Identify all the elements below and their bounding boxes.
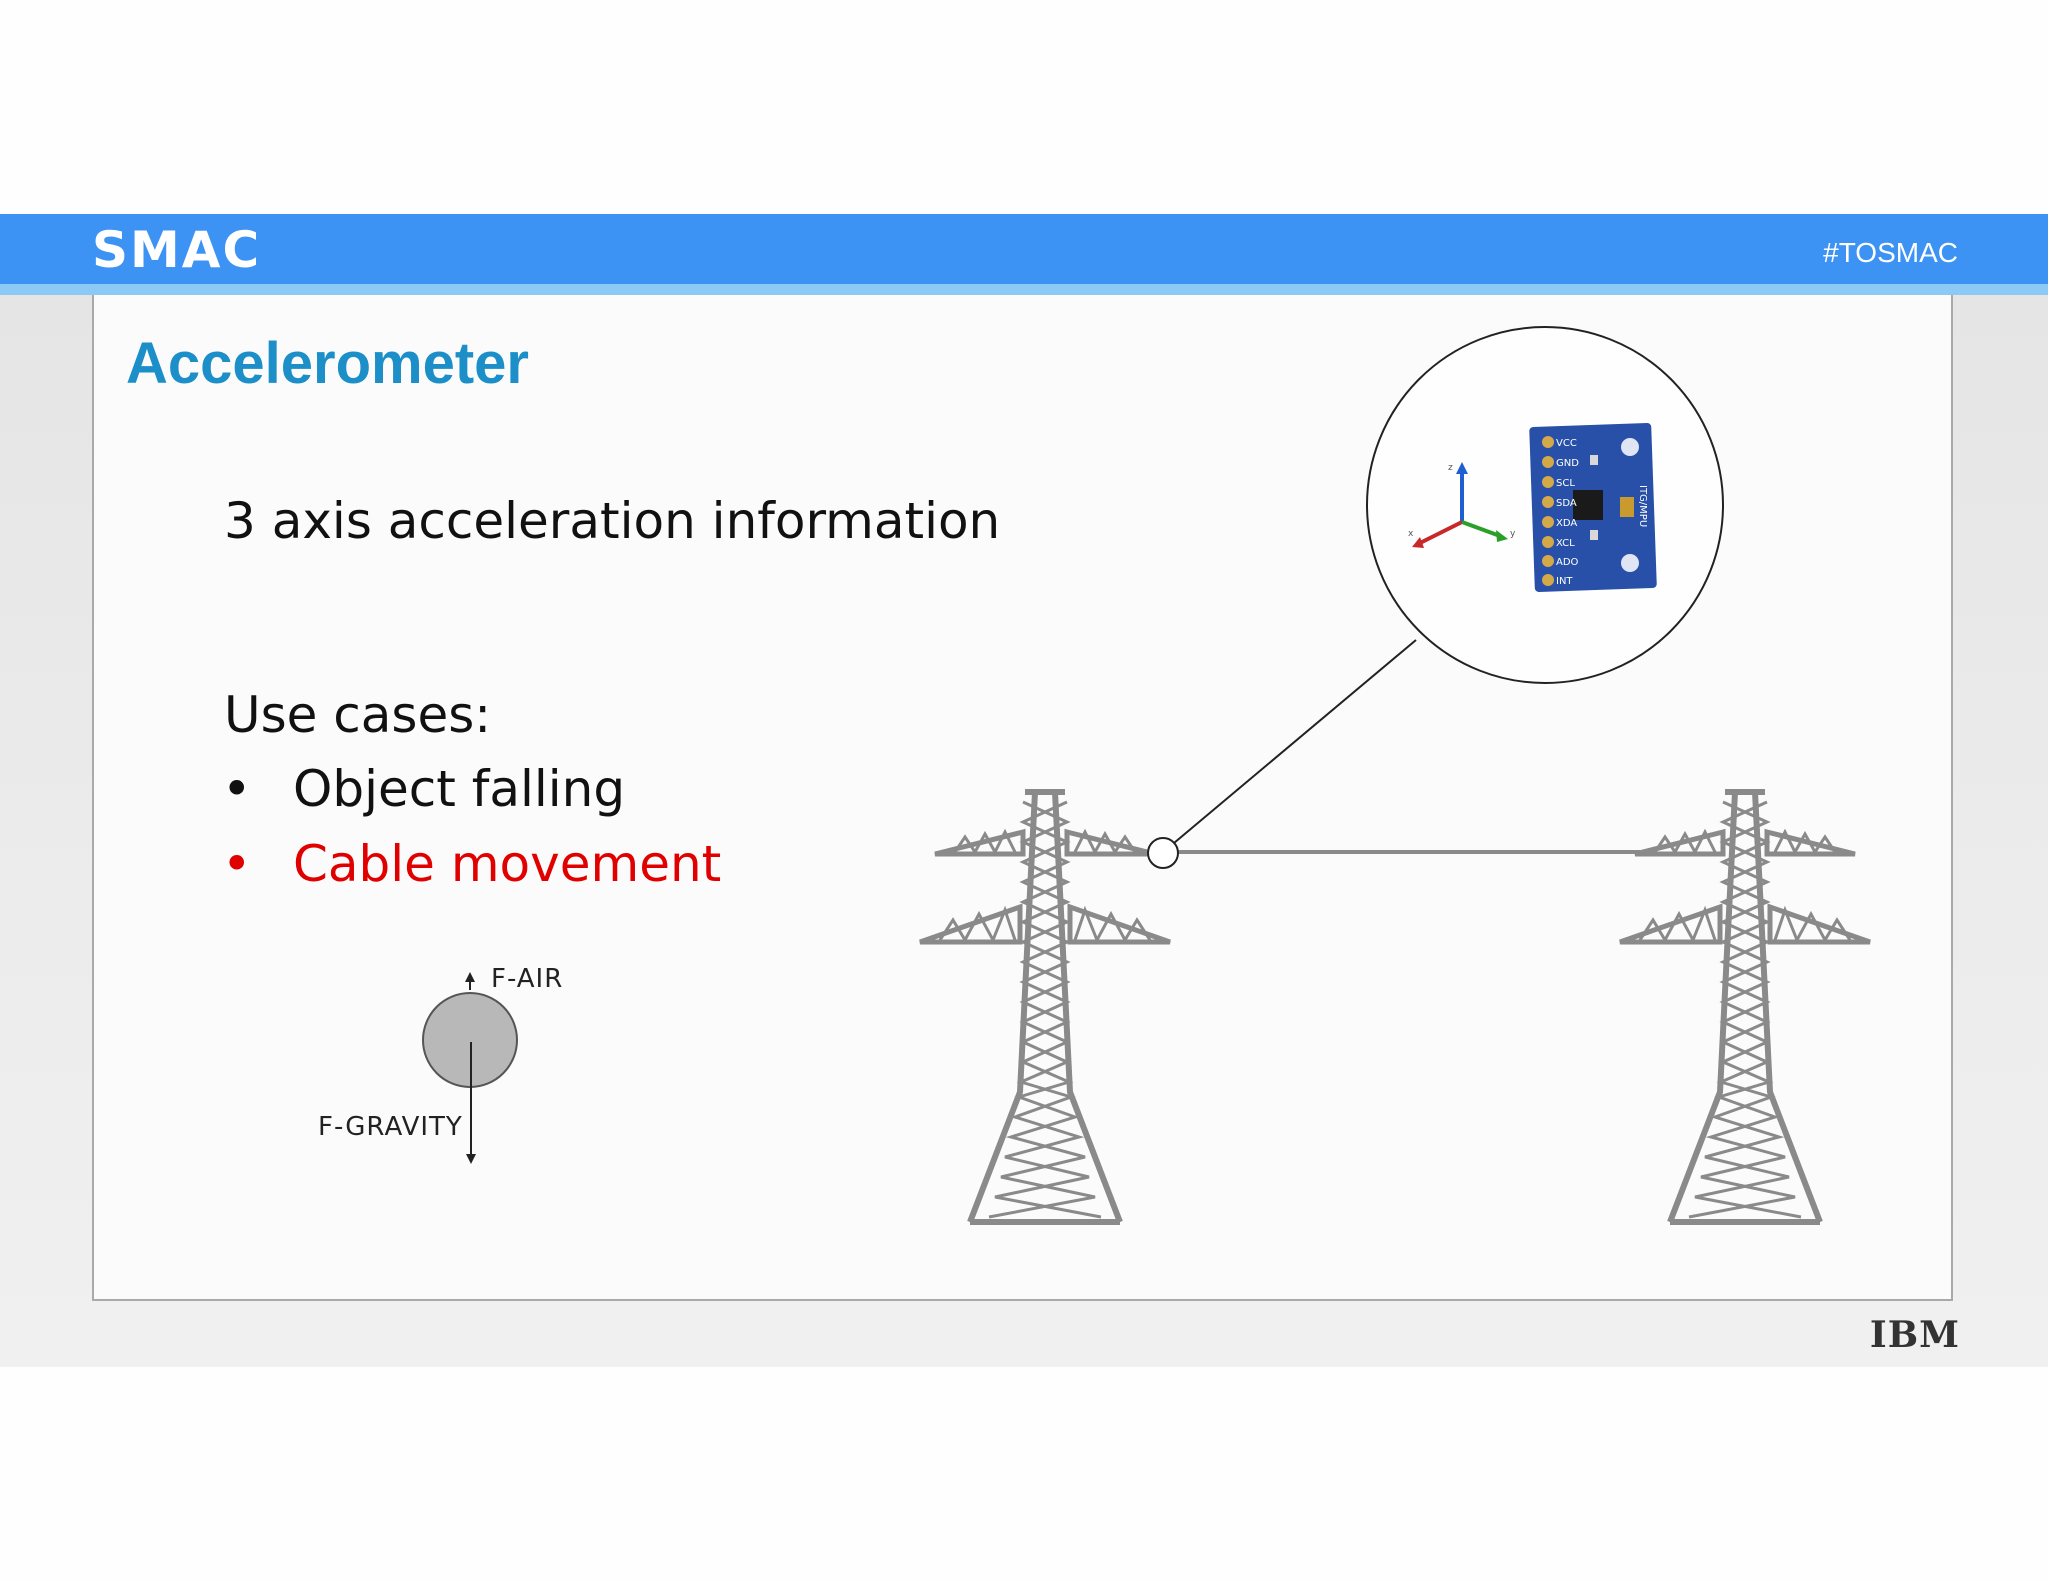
force-gravity-label: F-GRAVITY: [318, 1112, 463, 1142]
force-air-label: F-AIR: [491, 964, 564, 994]
ibm-logo: IBM: [1869, 1314, 1960, 1356]
pin-label: GND: [1556, 458, 1579, 469]
mpu-sensor-board-icon: VCC GND SCL SDA XDA XCL ADO INT ITG/MPU: [1529, 423, 1657, 592]
smac-logo: SMAC: [92, 221, 262, 279]
right-pylon-icon: [1620, 792, 1870, 1222]
pin-label: VCC: [1556, 438, 1577, 449]
bullet-dot: •: [222, 835, 252, 893]
pin-label: XDA: [1556, 518, 1577, 529]
axis-info-text: 3 axis acceleration information: [224, 492, 1001, 550]
slide-title: Accelerometer: [126, 331, 529, 396]
board-model-label: ITG/MPU: [1637, 485, 1648, 527]
bullet-dot: •: [222, 760, 252, 818]
header-accent-stripe: [0, 284, 2048, 295]
falling-object-diagram: [422, 972, 518, 1164]
svg-text:y: y: [1510, 529, 1516, 539]
pin-label: SDA: [1556, 498, 1577, 509]
pin-label: XCL: [1556, 538, 1575, 549]
use-cases-label: Use cases:: [224, 686, 492, 744]
left-pylon-icon: [920, 792, 1170, 1222]
pin-label: ADO: [1556, 557, 1579, 568]
callout-line: [1173, 639, 1417, 844]
use-case-object-falling: Object falling: [293, 760, 626, 818]
xyz-axes-icon: z x y: [1408, 462, 1516, 548]
pin-label: SCL: [1556, 478, 1575, 489]
svg-text:x: x: [1408, 529, 1414, 539]
hashtag-label: #TOSMAC: [1823, 237, 1958, 268]
pin-label: INT: [1556, 576, 1573, 587]
sensor-node-marker: [1147, 837, 1179, 869]
svg-text:z: z: [1448, 463, 1453, 473]
use-case-cable-movement: Cable movement: [293, 835, 722, 893]
header-bar: [0, 214, 2048, 284]
